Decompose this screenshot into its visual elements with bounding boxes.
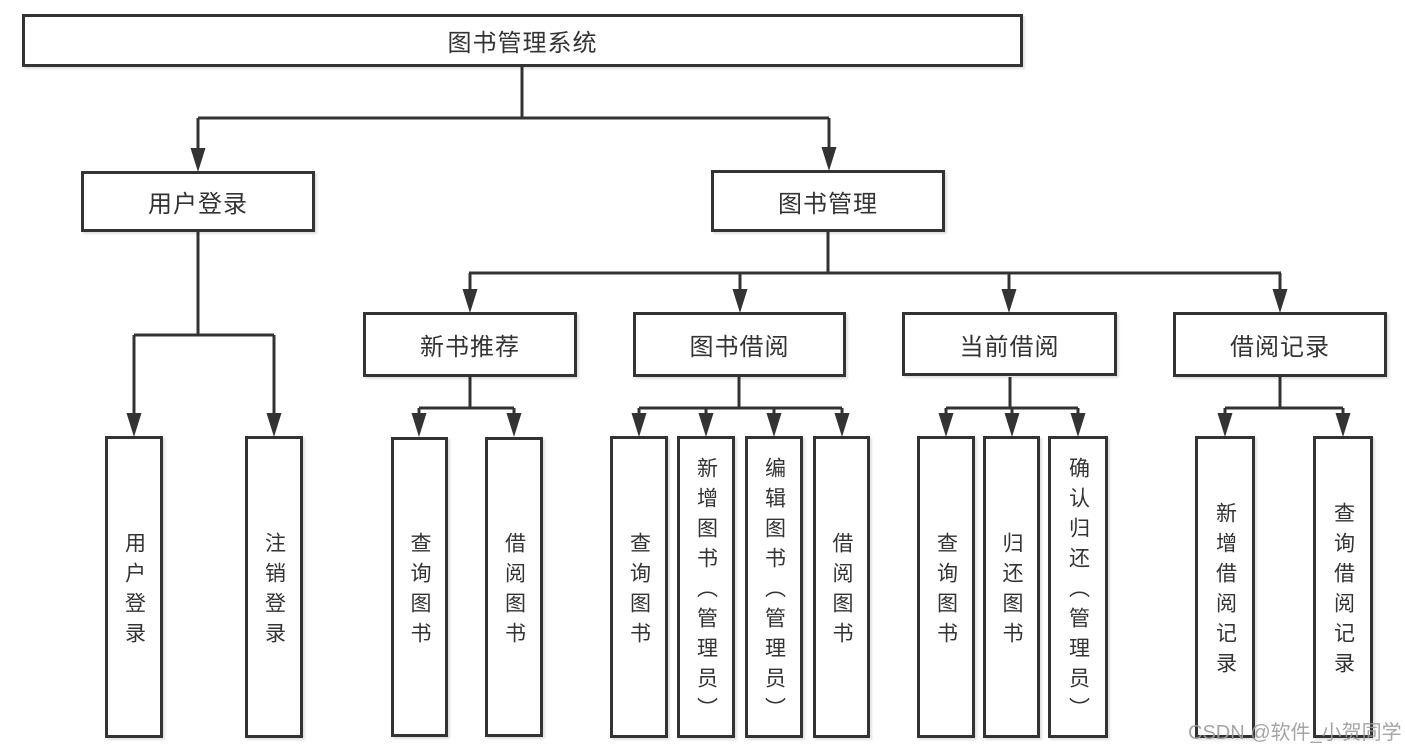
node-label: 用户登录	[148, 191, 248, 218]
arrow-down-icon	[1217, 413, 1233, 437]
leaf-edit-book-admin: 编辑图书（管理员）	[745, 436, 803, 738]
leaf-borrow-books-recommend: 借阅图书	[485, 437, 543, 737]
arrow-down-icon	[411, 413, 427, 437]
leaf-query-books-borrowing: 查询图书	[610, 436, 668, 738]
node-label: 图书借阅	[689, 334, 790, 361]
leaf-return-book: 归还图书	[983, 436, 1040, 738]
arrow-down-icon	[834, 413, 850, 437]
leaf-label: 注销登录	[262, 531, 286, 652]
leaf-query-borrow-record: 查询借阅记录	[1313, 436, 1373, 738]
arrow-down-icon	[1001, 289, 1017, 313]
arrow-down-icon	[1272, 289, 1288, 313]
csdn-watermark: CSDN @软件_小贺同学	[1188, 722, 1402, 744]
leaf-label: 新增借阅记录	[1213, 501, 1237, 682]
leaf-user-login: 用户登录	[105, 436, 163, 738]
node-library-management-system: 图书管理系统	[22, 14, 1023, 67]
leaf-query-books-current: 查询图书	[917, 436, 975, 738]
leaf-label: 查询图书	[934, 531, 958, 652]
leaf-label: 查询图书	[627, 531, 651, 652]
node-new-book-recommendation: 新书推荐	[363, 312, 577, 377]
node-label: 图书管理系统	[447, 30, 598, 57]
leaf-label: 借阅图书	[502, 531, 526, 652]
arrow-down-icons	[126, 147, 1351, 437]
leaf-query-books-recommend: 查询图书	[391, 437, 448, 737]
node-label: 借阅记录	[1230, 334, 1330, 361]
leaf-add-book-admin: 新增图书（管理员）	[677, 436, 735, 738]
leaf-label: 确认归还（管理员）	[1066, 456, 1090, 727]
node-book-management: 图书管理	[711, 170, 945, 232]
arrow-down-icon	[1004, 413, 1020, 437]
node-label: 图书管理	[778, 190, 878, 218]
leaf-confirm-return-admin: 确认归还（管理员）	[1048, 436, 1108, 738]
arrow-down-icon	[732, 289, 748, 313]
leaf-borrow-books: 借阅图书	[813, 436, 870, 738]
arrow-down-icon	[821, 147, 837, 171]
leaf-label: 归还图书	[1000, 531, 1023, 652]
leaf-add-borrow-record: 新增借阅记录	[1195, 436, 1255, 738]
leaf-label: 用户登录	[122, 531, 146, 652]
arrow-down-icon	[631, 413, 647, 437]
arrow-down-icon	[190, 148, 206, 172]
arrow-down-icon	[462, 289, 478, 313]
arrow-down-icon	[1070, 413, 1086, 437]
leaf-logout: 注销登录	[245, 436, 303, 738]
node-label: 新书推荐	[420, 334, 520, 361]
node-current-borrowing: 当前借阅	[902, 312, 1117, 376]
arrow-down-icon	[1335, 413, 1351, 437]
arrow-down-icon	[126, 413, 142, 437]
node-borrowing-records: 借阅记录	[1173, 312, 1387, 377]
leaf-label: 查询借阅记录	[1331, 501, 1355, 682]
node-book-borrowing: 图书借阅	[633, 312, 846, 377]
node-label: 当前借阅	[959, 333, 1060, 361]
arrow-down-icon	[698, 413, 714, 437]
leaf-label: 编辑图书（管理员）	[762, 456, 786, 727]
leaf-label: 借阅图书	[830, 531, 853, 652]
arrow-down-icon	[506, 413, 522, 437]
arrow-down-icon	[766, 413, 782, 437]
node-user-login-branch: 用户登录	[81, 171, 315, 232]
leaf-label: 新增图书（管理员）	[694, 456, 718, 727]
arrow-down-icon	[938, 413, 954, 437]
leaf-label: 查询图书	[408, 531, 431, 652]
arrow-down-icon	[266, 413, 282, 437]
